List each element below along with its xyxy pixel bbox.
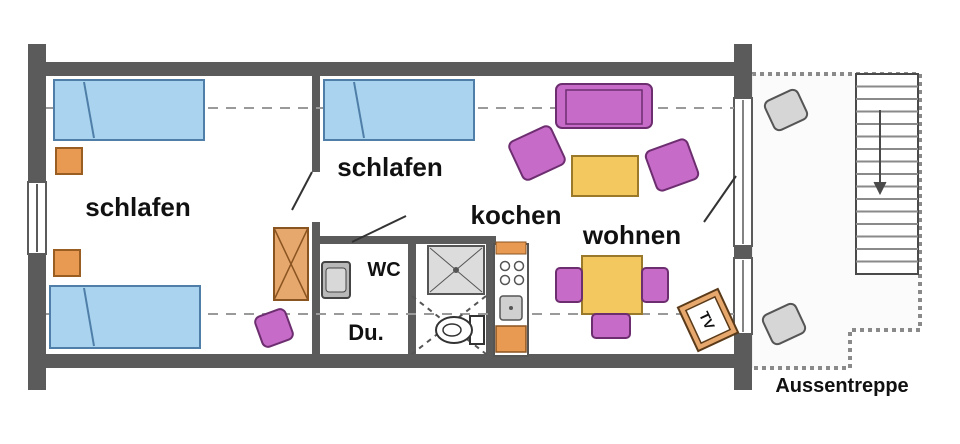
stove-burner-icon xyxy=(499,274,511,286)
room-label-living: wohnen xyxy=(582,220,681,250)
room-label-shower: Du. xyxy=(348,320,383,345)
terrace-chair-top xyxy=(763,88,809,132)
toilet-icon xyxy=(435,315,485,345)
stairs xyxy=(855,73,919,275)
room-label-kitchen: kochen xyxy=(470,200,561,230)
walls xyxy=(27,44,753,390)
room-label-bedroom-center: schlafen xyxy=(337,152,443,182)
terrace-chair-bottom xyxy=(761,302,807,346)
dining-chair-left xyxy=(555,267,583,303)
armchair-small xyxy=(254,308,294,348)
kitchen-counter xyxy=(493,241,529,357)
room-label-bedroom-left: schlafen xyxy=(85,192,191,222)
nightstand-bottom xyxy=(53,249,81,277)
stove-burner-icon xyxy=(513,274,525,286)
bed-left-bottom xyxy=(49,285,201,349)
sofa xyxy=(555,83,653,129)
stove-burner-icon xyxy=(499,260,511,272)
tv-label: TV xyxy=(696,309,718,333)
dining-chair-bottom xyxy=(591,313,631,339)
bed-left-top xyxy=(53,79,205,141)
dining-chair-right xyxy=(641,267,669,303)
arrow-head-icon xyxy=(873,181,887,196)
armchair-left xyxy=(508,125,566,181)
room-label-wc: WC xyxy=(367,259,400,281)
bed-center xyxy=(323,79,475,141)
armchair-right xyxy=(644,138,700,192)
stove-burner-icon xyxy=(513,260,525,272)
tv-cabinet: TV xyxy=(676,287,740,353)
wardrobe xyxy=(273,227,309,301)
coffee-table xyxy=(571,155,639,197)
washbasin-icon xyxy=(321,261,351,299)
shower-tray xyxy=(427,245,485,295)
nightstand-top xyxy=(55,147,83,175)
dining-table xyxy=(581,255,643,315)
label-outdoor-stairs: Aussentreppe xyxy=(775,375,908,397)
